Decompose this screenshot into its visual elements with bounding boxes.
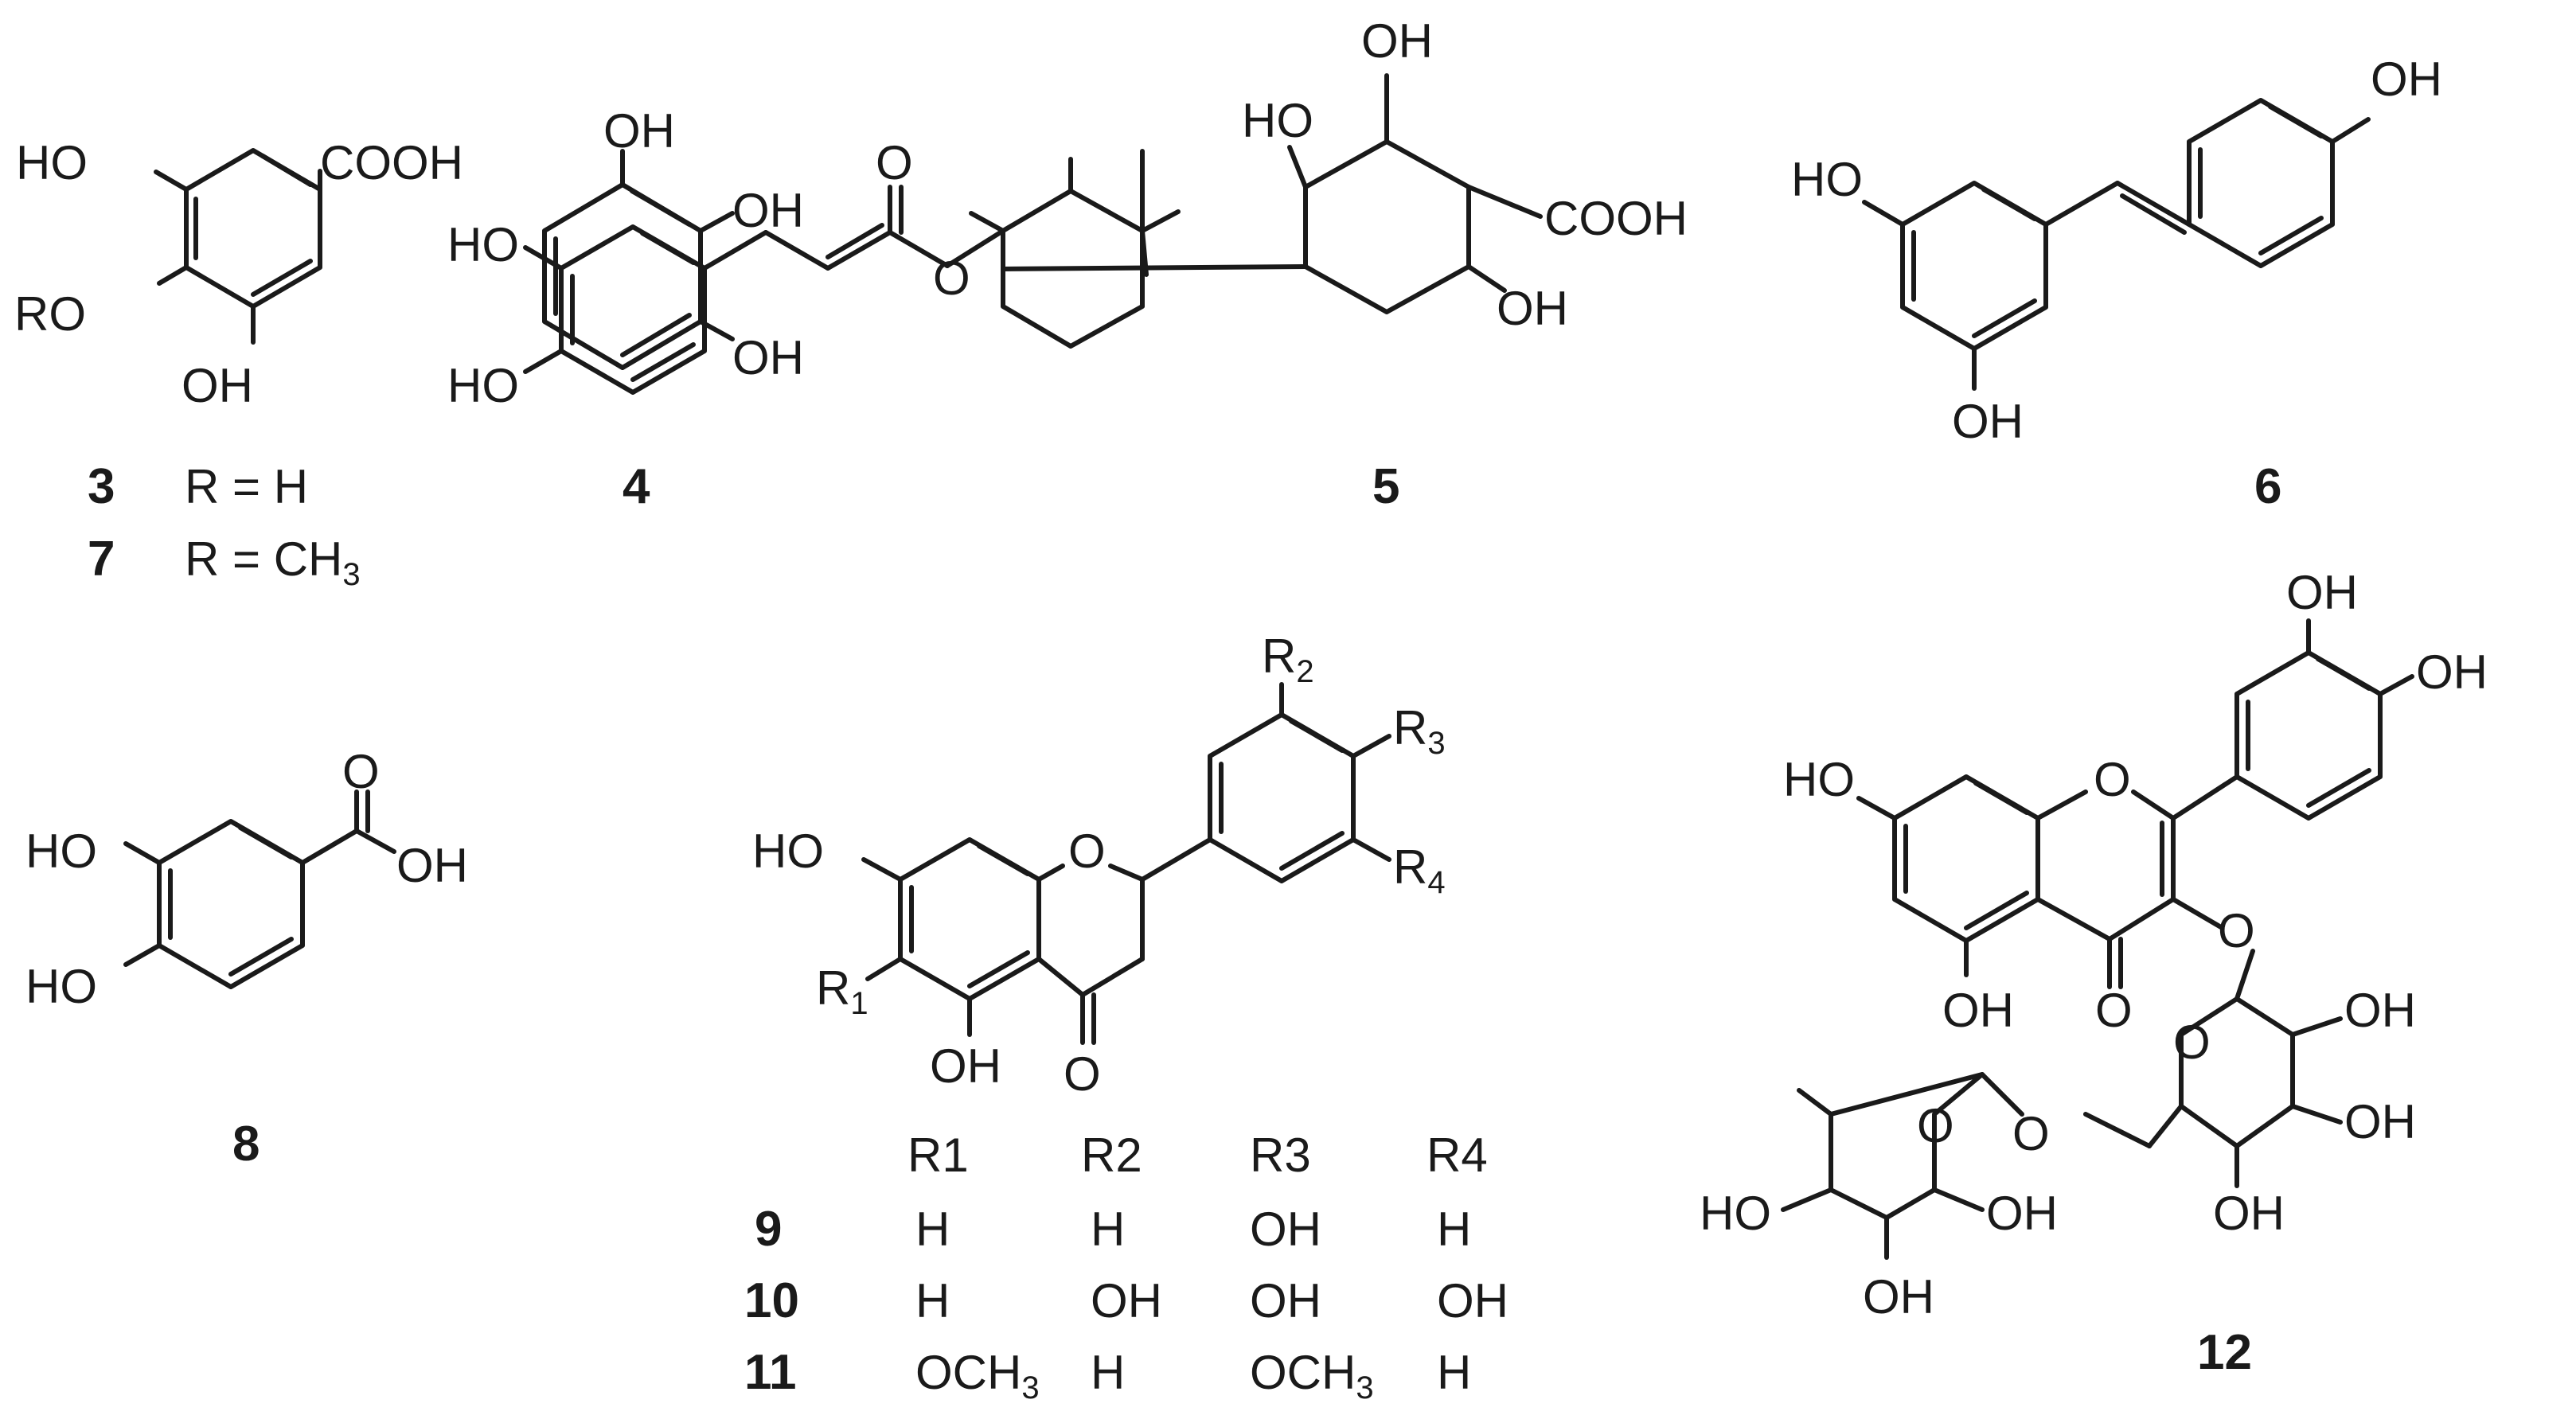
- r3-sub: 3: [1427, 726, 1445, 761]
- flavanone-r3-label: R3: [1393, 701, 1446, 761]
- c12-o-glc-ring: O: [2173, 1016, 2211, 1069]
- c7-rgroup: R = CH3: [185, 532, 361, 592]
- c12-oh-glc-1: OH: [2344, 984, 2416, 1037]
- compound-3-structure: HO COOH RO OH 3 R = H 7 R = CH3: [14, 136, 463, 592]
- r2-sub: 2: [1296, 654, 1313, 689]
- c6-oh-bottom: OH: [1952, 395, 2024, 448]
- c12-ho-a: HO: [1783, 753, 1855, 806]
- table-cell-9-r1: H: [915, 1203, 950, 1256]
- c5-ho-3: HO: [1242, 94, 1313, 147]
- r2-main: R: [1262, 630, 1296, 683]
- c3-rgroup: R = H: [185, 460, 308, 513]
- table-cell-9-r2: H: [1091, 1203, 1125, 1256]
- table-header-r3: R3: [1250, 1129, 1311, 1182]
- flavanone-r2-label: R2: [1262, 630, 1314, 689]
- c12-oh-c: OH: [1942, 984, 2014, 1037]
- table-row-compound-10: 10: [744, 1273, 799, 1328]
- c5-o-ester: O: [933, 251, 970, 305]
- c12-o-carbonyl: O: [2095, 984, 2133, 1037]
- c12-oh-a: OH: [2286, 566, 2358, 619]
- table-cell-11-r1: OCH3: [915, 1346, 1040, 1405]
- compound-5-structure: HO HO O O OH HO COOH OH 5: [447, 14, 1688, 514]
- flavanone-r1-label: R1: [816, 961, 868, 1021]
- compound-5-quinic-ring: [1001, 73, 1543, 314]
- compound-12-structure: OH OH HO O O O OH O OH OH OH O O HO OH O…: [1700, 566, 2488, 1380]
- c5-ho-2: HO: [447, 359, 519, 412]
- c12-ho-rha: HO: [1700, 1187, 1771, 1240]
- flavanone-r4-label: R4: [1393, 840, 1446, 900]
- c4-oh-2: OH: [732, 184, 804, 237]
- table-cell-10-r4: OH: [1437, 1274, 1509, 1327]
- table-cell-11-r2: H: [1091, 1346, 1125, 1399]
- table-cell-10-r2: OH: [1091, 1274, 1162, 1327]
- table-header-r1: R1: [907, 1129, 969, 1182]
- compound-number-6: 6: [2254, 459, 2281, 514]
- flavanone-core-structure: HO O O OH R1 R2 R3 R4: [752, 630, 1446, 1101]
- cell-11-r3-main: OCH: [1250, 1346, 1356, 1399]
- table-cell-9-r4: H: [1437, 1203, 1471, 1256]
- compound-number-5: 5: [1372, 459, 1399, 514]
- c8-ho-1: HO: [25, 825, 97, 878]
- cell-11-r1-sub: 3: [1021, 1370, 1039, 1405]
- r4-sub: 4: [1427, 865, 1445, 900]
- compound-8-structure: O OH HO HO 8: [25, 745, 468, 1171]
- c8-ho-2: HO: [25, 960, 97, 1013]
- flavanone-oh-label: OH: [930, 1039, 1001, 1093]
- flavanone-ho-label: HO: [752, 825, 824, 878]
- r1-sub: 1: [850, 986, 868, 1021]
- c5-ho-1: HO: [447, 218, 519, 271]
- compound-number-12: 12: [2197, 1325, 2252, 1380]
- compound-number-4: 4: [623, 459, 650, 514]
- c5-o-carbonyl: O: [876, 136, 913, 189]
- table-cell-9-r3: OH: [1250, 1203, 1321, 1256]
- compound-number-8: 8: [232, 1117, 260, 1171]
- c3-oh-label: OH: [181, 359, 253, 412]
- compound-number-3: 3: [88, 459, 115, 514]
- r1-main: R: [816, 961, 850, 1015]
- c12-o-rha-ring: O: [1917, 1099, 1954, 1152]
- c8-o-carbonyl: O: [342, 745, 380, 798]
- c12-oh-rha-1: OH: [1986, 1187, 2058, 1240]
- table-cell-11-r4: H: [1437, 1346, 1471, 1399]
- cell-11-r3-sub: 3: [1356, 1370, 1373, 1405]
- c12-oh-glc-3: OH: [2213, 1187, 2285, 1240]
- c3-cooh-label: COOH: [320, 136, 463, 189]
- c5-oh-bottom: OH: [1497, 282, 1568, 335]
- table-cell-11-r3: OCH3: [1250, 1346, 1374, 1405]
- compound-6-structure: OH HO OH 6: [1791, 53, 2442, 514]
- c3-ro-label: RO: [14, 287, 86, 341]
- compound-4-structure: OH OH OH 4: [542, 104, 804, 514]
- c8-oh: OH: [396, 839, 468, 892]
- table-cell-10-r3: OH: [1250, 1274, 1321, 1327]
- c6-ho-left: HO: [1791, 153, 1863, 206]
- table-cell-10-r1: H: [915, 1274, 950, 1327]
- r4-main: R: [1393, 840, 1427, 894]
- c5-cooh: COOH: [1544, 192, 1688, 245]
- table-header-r4: R4: [1427, 1129, 1488, 1182]
- substituent-table: R1 R2 R3 R4 9 H H OH H 10 H OH OH OH 11 …: [744, 1129, 1509, 1405]
- c6-oh-top: OH: [2371, 53, 2442, 106]
- c12-oh-glc-2: OH: [2344, 1095, 2416, 1148]
- table-row-compound-11: 11: [744, 1345, 797, 1400]
- c4-oh-3: OH: [732, 331, 804, 384]
- compound-number-7: 7: [88, 532, 115, 587]
- r3-main: R: [1393, 701, 1427, 754]
- c7-rgroup-sub: 3: [342, 557, 360, 592]
- c4-oh-1: OH: [603, 104, 675, 158]
- c12-o-ring: O: [2094, 753, 2131, 806]
- c5-oh-top: OH: [1361, 14, 1433, 68]
- c12-oh-b: OH: [2416, 645, 2488, 699]
- c12-o-link: O: [2218, 904, 2255, 957]
- c12-oh-rha-2: OH: [1863, 1270, 1934, 1323]
- c7-rgroup-main: R = CH: [185, 532, 342, 586]
- c3-ho-label: HO: [16, 136, 88, 189]
- c12-o-glycosidic: O: [2012, 1107, 2050, 1160]
- table-header-r2: R2: [1081, 1129, 1142, 1182]
- flavanone-o-carbonyl: O: [1064, 1047, 1101, 1101]
- cell-11-r1-main: OCH: [915, 1346, 1021, 1399]
- flavanone-o-ring: O: [1068, 825, 1106, 878]
- table-row-compound-9: 9: [755, 1202, 782, 1257]
